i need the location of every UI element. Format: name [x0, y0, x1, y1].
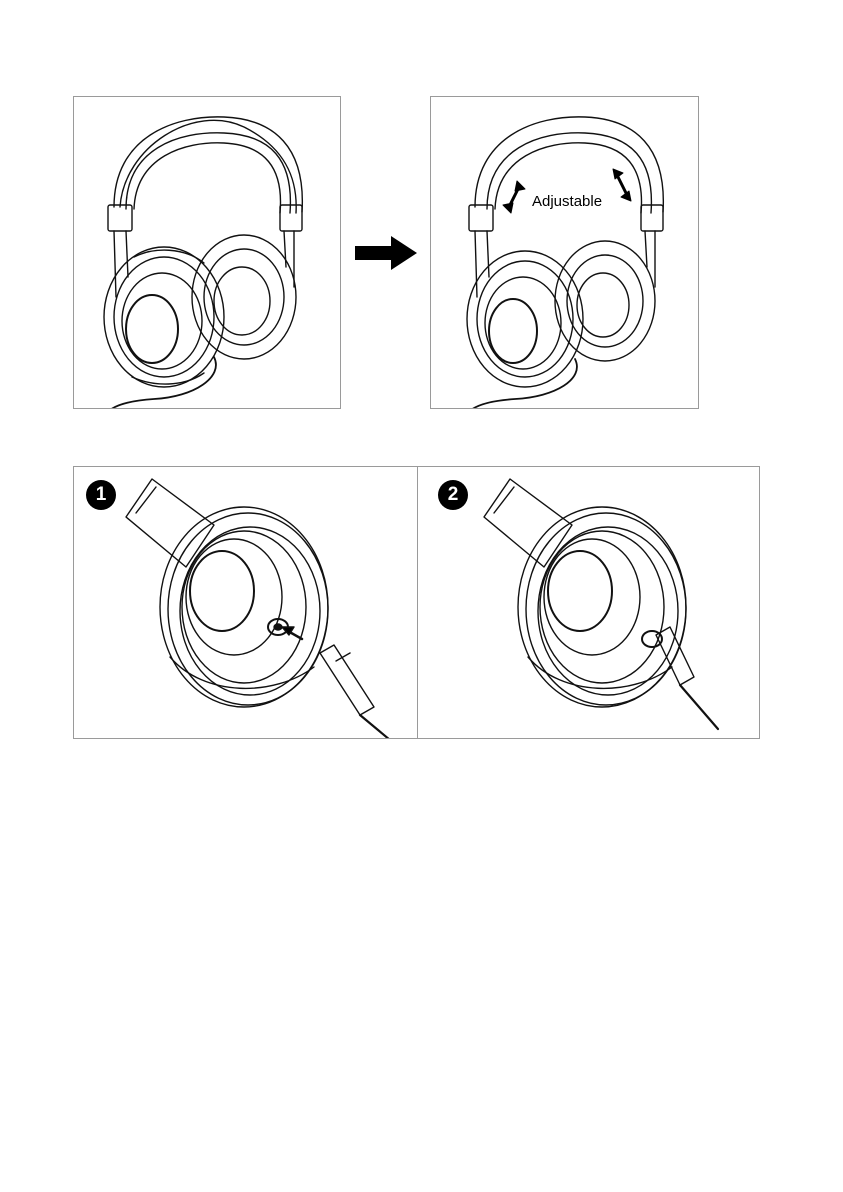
cable-steps-panel: 1 2: [73, 466, 760, 739]
headphones-adjustable-illustration: [431, 97, 699, 409]
headphones-adjustable-panel: Adjustable: [430, 96, 699, 409]
headphones-illustration: [74, 97, 341, 409]
adjustable-label: Adjustable: [532, 193, 602, 211]
headphones-illustration-panel: [73, 96, 341, 409]
step-number-badge: 1: [86, 480, 116, 510]
step-number-badge: 2: [438, 480, 468, 510]
right-arrow-icon: [355, 236, 417, 270]
cable-insert-illustration: [74, 467, 417, 739]
cable-connected-illustration: [418, 467, 760, 739]
